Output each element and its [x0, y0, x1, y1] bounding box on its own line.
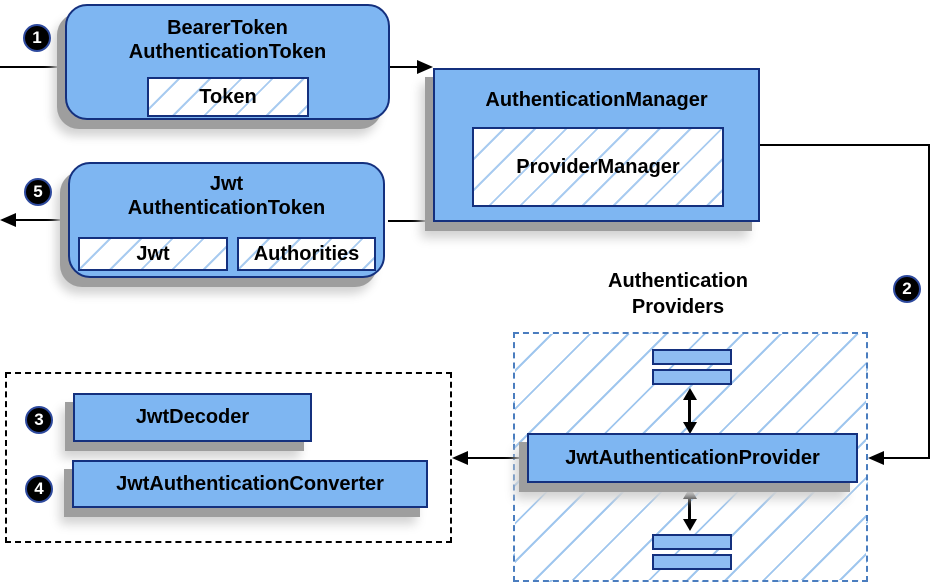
arrowhead-down-bottom: [683, 519, 697, 531]
node-bearer-token-authentication-token: BearerToken AuthenticationToken Token: [65, 4, 390, 120]
double-arrow-bottom-line: [688, 497, 691, 521]
authentication-manager-title: AuthenticationManager: [485, 89, 708, 111]
bearer-token-title-line2: AuthenticationToken: [128, 41, 327, 63]
step-badge-1: 1: [23, 24, 51, 52]
node-jwt-authentication-token: Jwt AuthenticationToken Jwt Authorities: [68, 162, 385, 278]
node-jwt-decoder: JwtDecoder: [73, 393, 312, 442]
provider-placeholder-bar: [652, 349, 732, 365]
jwt-authentication-converter-label: JwtAuthenticationConverter: [116, 472, 384, 495]
bearer-token-title: BearerToken AuthenticationToken: [67, 16, 388, 64]
flow-line-response-out: [16, 219, 66, 221]
jwt-token-title-line2: AuthenticationToken: [127, 197, 326, 219]
node-authentication-manager: AuthenticationManager ProviderManager: [433, 68, 760, 222]
bearer-token-title-line1: BearerToken: [167, 17, 288, 39]
authentication-providers-title-line1: Authentication: [608, 270, 748, 292]
arrowhead-down-top: [683, 422, 697, 434]
flow-line-right-vertical: [928, 144, 930, 459]
step-badge-5: 5: [24, 178, 52, 206]
jwt-chip: Jwt: [78, 237, 228, 271]
flow-line-bearer-to-manager: [388, 66, 417, 68]
token-chip: Token: [147, 77, 309, 117]
collaborators-group-box: [5, 372, 452, 543]
flow-line-request-in: [0, 66, 66, 68]
arrowhead-up-top: [683, 388, 697, 400]
jwt-token-title-line1: Jwt: [209, 173, 244, 195]
authentication-providers-title-line2: Providers: [631, 296, 725, 318]
arrowhead-response-out: [0, 213, 16, 227]
flow-line-to-provider: [884, 457, 930, 459]
token-chip-label: Token: [199, 85, 257, 108]
provider-placeholder-bar: [652, 554, 732, 570]
arrowhead-to-collaborators-box: [452, 451, 468, 465]
jwt-token-title: Jwt AuthenticationToken: [70, 172, 383, 220]
double-arrow-top-line: [688, 398, 691, 424]
node-jwt-authentication-provider: JwtAuthenticationProvider: [527, 433, 858, 483]
node-jwt-authentication-converter: JwtAuthenticationConverter: [72, 460, 428, 508]
arrowhead-to-jwt-authentication-provider: [868, 451, 884, 465]
flow-line-manager-right: [760, 144, 930, 146]
flow-line-manager-to-jwt-token: [388, 220, 434, 222]
step-badge-3: 3: [25, 406, 53, 434]
flow-line-provider-to-collaborators: [468, 457, 528, 459]
authentication-providers-title: Authentication Providers: [527, 268, 829, 320]
provider-manager-chip: ProviderManager: [472, 127, 724, 207]
jwt-chip-label: Jwt: [136, 242, 170, 265]
step-badge-4: 4: [25, 475, 53, 503]
arrowhead-to-authentication-manager: [417, 60, 433, 74]
provider-placeholder-bar: [652, 534, 732, 550]
jwt-authentication-provider-label: JwtAuthenticationProvider: [565, 446, 820, 469]
authorities-chip: Authorities: [237, 237, 376, 271]
arrowhead-up-bottom: [683, 487, 697, 499]
authorities-chip-label: Authorities: [253, 242, 360, 265]
provider-placeholder-bar: [652, 369, 732, 385]
provider-manager-label: ProviderManager: [516, 155, 680, 178]
step-badge-2: 2: [893, 275, 921, 303]
jwt-decoder-label: JwtDecoder: [135, 406, 250, 428]
